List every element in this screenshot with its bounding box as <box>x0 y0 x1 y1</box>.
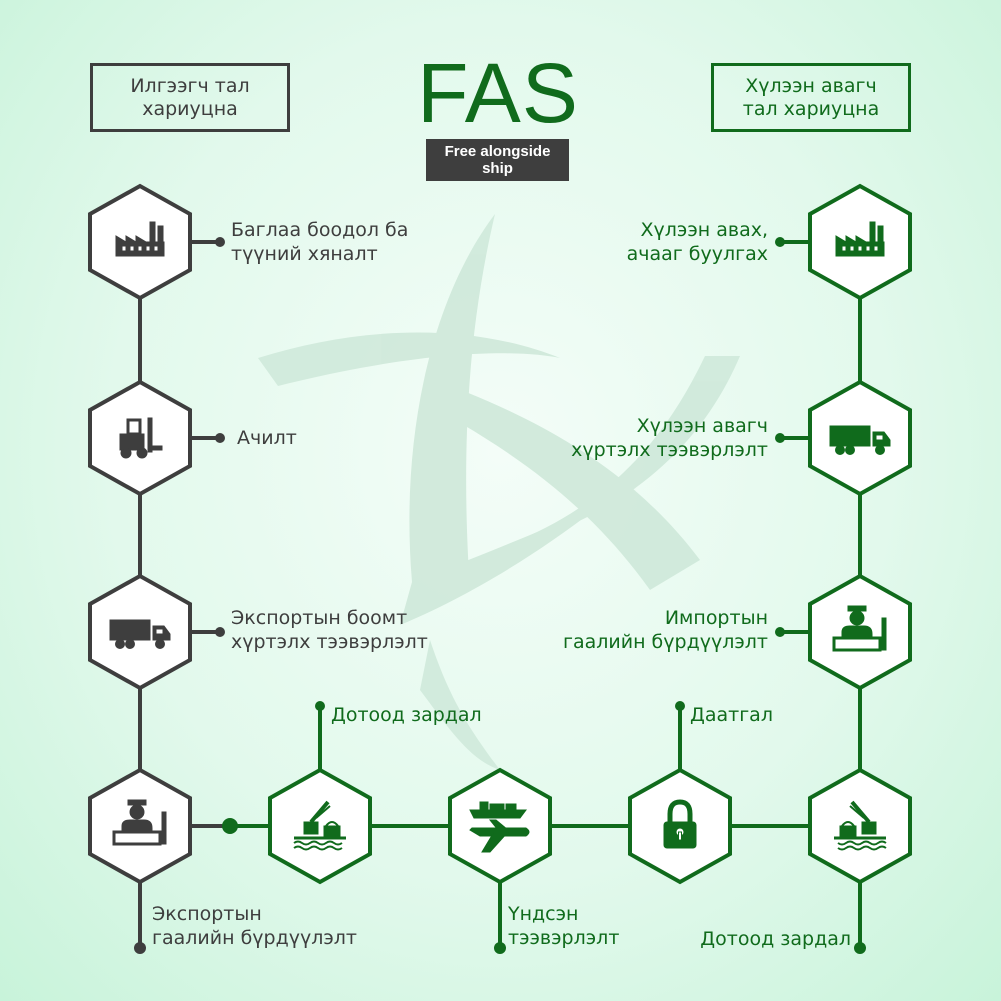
buyer-connector-dots <box>222 237 866 954</box>
label-transport-to-buyer: Хүлээн авагч хүртэлх тээвэрлэлт <box>571 415 768 461</box>
hex-factory-buyer <box>808 183 912 301</box>
subtitle-line-2: ship <box>482 160 513 177</box>
hex-main-transport <box>448 767 552 885</box>
buyer-responsibility-box: Хүлээн авагч тал хариуцна <box>711 63 911 132</box>
label-packaging: Баглаа боодол ба түүний хяналт <box>231 219 409 265</box>
subtitle-line-1: Free alongside <box>444 143 551 160</box>
label-transport-to-export-port: Экспортын боомт хүртэлх тээвэрлэлт <box>231 607 428 653</box>
seller-box-line-1: Илгээгч тал <box>130 74 250 97</box>
page-subtitle: Free alongside ship <box>426 139 569 181</box>
hex-truck-seller <box>88 573 192 691</box>
hex-truck-buyer <box>808 379 912 497</box>
label-loading: Ачилт <box>237 427 297 449</box>
hex-insurance <box>628 767 732 885</box>
label-domestic-costs-2: Дотоод зардал <box>700 928 851 950</box>
label-main-transport: Үндсэн тээвэрлэлт <box>508 903 620 949</box>
label-export-customs: Экспортын гаалийн бүрдүүлэлт <box>152 903 358 949</box>
hex-customs-seller <box>88 767 192 885</box>
hex-customs-buyer <box>808 573 912 691</box>
hex-forklift <box>88 379 192 497</box>
seller-connector-dots <box>134 237 225 954</box>
page-title: FAS <box>417 46 579 140</box>
buyer-box-line-2: тал хариуцна <box>742 97 880 120</box>
hex-crane-1 <box>268 767 372 885</box>
hex-crane-2 <box>808 767 912 885</box>
label-import-customs: Импортын гаалийн бүрдүүлэлт <box>562 607 768 653</box>
hex-factory-seller <box>88 183 192 301</box>
watermark-logo <box>258 214 740 770</box>
label-receive-unload: Хүлээн авах, ачааг буулгах <box>626 219 768 265</box>
label-domestic-costs-1: Дотоод зардал <box>331 704 482 726</box>
buyer-connectors <box>230 240 862 946</box>
label-insurance: Даатгал <box>690 704 773 726</box>
seller-responsibility-box: Илгээгч тал хариуцна <box>90 63 290 132</box>
buyer-box-line-1: Хүлээн авагч <box>745 74 877 97</box>
seller-box-line-2: хариуцна <box>142 97 238 120</box>
